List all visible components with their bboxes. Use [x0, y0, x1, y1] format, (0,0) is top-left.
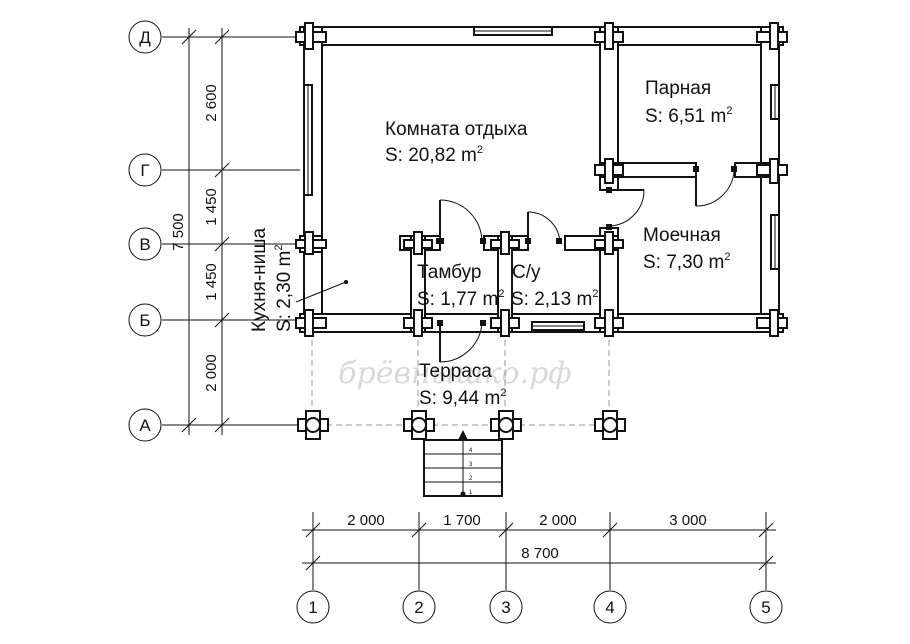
- dimension-vertical: 2 600: [203, 84, 220, 122]
- arrow-up-icon: [458, 430, 468, 440]
- room-name-steam: Парная: [645, 78, 711, 99]
- room-name-wash: Моечная: [643, 225, 721, 246]
- stair-step-number: 3: [469, 462, 473, 468]
- stair-step-number: 1: [469, 490, 473, 496]
- room-name-terrace: Терраса: [419, 361, 492, 382]
- row-axis-label: А: [139, 416, 151, 435]
- dimension-horizontal: 3 000: [669, 512, 707, 529]
- row-axis-marker-b: Б: [128, 303, 162, 337]
- room-area-terrace: S: 9,44 m2: [419, 387, 506, 409]
- vertical-dimension-chain: 7 500 2 600 1 450 1 450 2 000: [170, 28, 230, 435]
- doors: [436, 166, 737, 363]
- terrace-outline: [311, 330, 610, 426]
- row-axis-marker-a: А: [128, 408, 162, 442]
- dimension-vertical: 1 450: [203, 263, 220, 301]
- column-axis-marker-5: 5: [749, 590, 783, 624]
- column-axis-label: 1: [308, 598, 317, 617]
- dimension-total-horizontal: 8 700: [521, 545, 559, 562]
- row-axis-marker-v: В: [128, 227, 162, 261]
- room-area-wc: S: 2,13 m2: [511, 288, 598, 310]
- room-name-kitchen: Кухня-ниша: [249, 227, 270, 332]
- room-area-lounge: S: 20,82 m2: [385, 144, 483, 166]
- windows: [303, 26, 780, 331]
- row-axis-marker-g: Г: [128, 153, 162, 187]
- dimension-horizontal: 2 000: [539, 512, 577, 529]
- row-axis-marker-d: Д: [128, 20, 162, 54]
- dimension-horizontal: 2 000: [347, 512, 385, 529]
- dimension-vertical: 2 000: [203, 354, 220, 392]
- row-axis-label: Д: [139, 28, 151, 47]
- room-area-steam: S: 6,51 m2: [645, 105, 732, 127]
- row-axis-label: Б: [139, 311, 150, 330]
- column-axis-label: 5: [761, 598, 770, 617]
- row-axis-label: В: [139, 235, 150, 254]
- stair-step-number: 2: [469, 476, 473, 482]
- room-name-lounge: Комната отдыха: [385, 119, 528, 140]
- horizontal-dimension-chain: 2 000 1 700 2 000 3 000 8 700: [302, 512, 776, 590]
- dimension-horizontal: 1 700: [443, 512, 481, 529]
- row-axes: Д Г В Б А: [128, 20, 300, 442]
- dimension-total-vertical: 7 500: [170, 213, 187, 251]
- watermark: брёвнышко.рф: [338, 356, 572, 391]
- column-axis-label: 4: [605, 598, 614, 617]
- dimension-vertical: 1 450: [203, 188, 220, 226]
- column-axis-label: 3: [501, 598, 510, 617]
- stair-step-number: 4: [469, 448, 473, 454]
- column-axis-marker-1: 1: [296, 590, 330, 624]
- room-area-wash: S: 7,30 m2: [643, 251, 730, 273]
- column-axes: 1 2 3 4 5: [296, 590, 783, 624]
- column-axis-marker-2: 2: [402, 590, 436, 624]
- column-axis-label: 2: [414, 598, 423, 617]
- row-axis-label: Г: [140, 161, 149, 180]
- column-axis-marker-4: 4: [593, 590, 627, 624]
- stairs: 4 3 2 1: [423, 430, 503, 497]
- room-area-vestibule: S: 1,77 m2: [417, 288, 504, 310]
- room-labels: Комната отдыха S: 20,82 m2 Парная S: 6,5…: [249, 78, 732, 409]
- room-area-kitchen: S: 2,30 m2: [273, 245, 295, 332]
- room-name-vestibule: Тамбур: [417, 262, 482, 283]
- room-name-wc: С/у: [512, 262, 541, 283]
- kitchen-leader: [295, 280, 348, 303]
- terrace-posts: [297, 410, 626, 440]
- column-axis-marker-3: 3: [489, 590, 523, 624]
